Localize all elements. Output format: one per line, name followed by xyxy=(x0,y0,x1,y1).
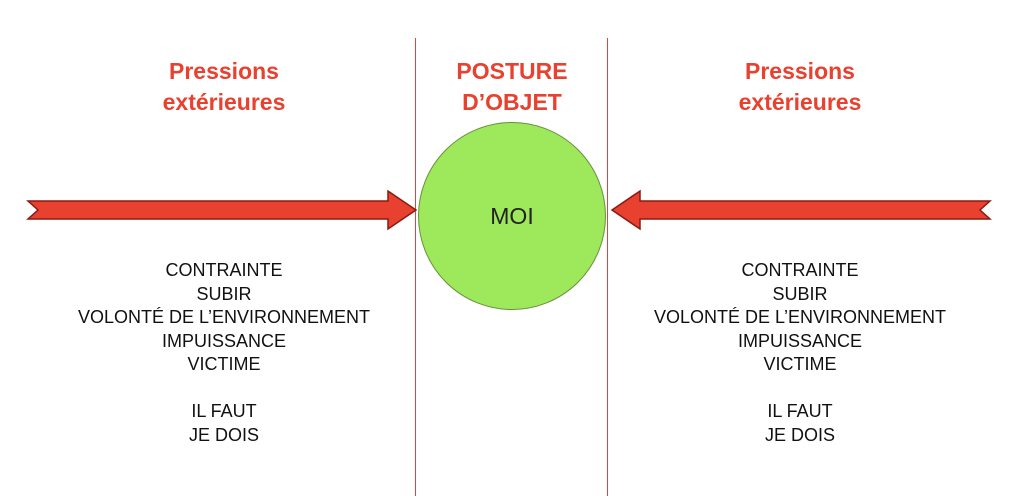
right-title-line2: extérieures xyxy=(738,89,862,115)
right-word: SUBIR xyxy=(772,283,828,304)
left-word-list: CONTRAINTE SUBIR VOLONTÉ DE L’ENVIRONNEM… xyxy=(24,259,424,447)
left-arrow-shape xyxy=(26,189,418,231)
left-title: Pressions extérieures xyxy=(64,56,384,118)
left-pressure-arrow xyxy=(26,189,418,231)
circle-label: MOI xyxy=(490,202,534,229)
right-word: IMPUISSANCE xyxy=(737,330,863,351)
left-word: IMPUISSANCE xyxy=(161,330,287,351)
right-word: VICTIME xyxy=(763,354,837,374)
right-word: IL FAUT xyxy=(767,401,833,421)
left-spacer xyxy=(24,377,424,401)
left-word: JE DOIS xyxy=(188,424,259,445)
right-title-line1: Pressions xyxy=(745,58,855,84)
center-title: POSTURE D’OBJET xyxy=(412,56,612,118)
left-word: CONTRAINTE xyxy=(165,260,283,280)
right-word: CONTRAINTE xyxy=(741,260,859,280)
left-word: IL FAUT xyxy=(191,401,257,421)
left-title-line1: Pressions xyxy=(169,58,279,84)
right-divider-line xyxy=(607,38,608,496)
center-title-line2: D’OBJET xyxy=(462,89,562,115)
right-arrow-shape xyxy=(610,189,992,231)
right-pressure-arrow xyxy=(610,189,992,231)
left-divider-line xyxy=(415,38,416,496)
left-title-line2: extérieures xyxy=(162,89,286,115)
right-word: JE DOIS xyxy=(764,424,835,445)
self-circle: MOI xyxy=(418,122,606,310)
right-word: VOLONTÉ DE L’ENVIRONNEMENT xyxy=(653,307,947,327)
left-word: VICTIME xyxy=(187,354,261,374)
right-title: Pressions extérieures xyxy=(640,56,960,118)
right-spacer xyxy=(600,377,1000,401)
center-title-line1: POSTURE xyxy=(456,58,568,84)
left-word: SUBIR xyxy=(196,283,252,304)
left-word: VOLONTÉ DE L’ENVIRONNEMENT xyxy=(77,307,371,327)
right-word-list: CONTRAINTE SUBIR VOLONTÉ DE L’ENVIRONNEM… xyxy=(600,259,1000,447)
